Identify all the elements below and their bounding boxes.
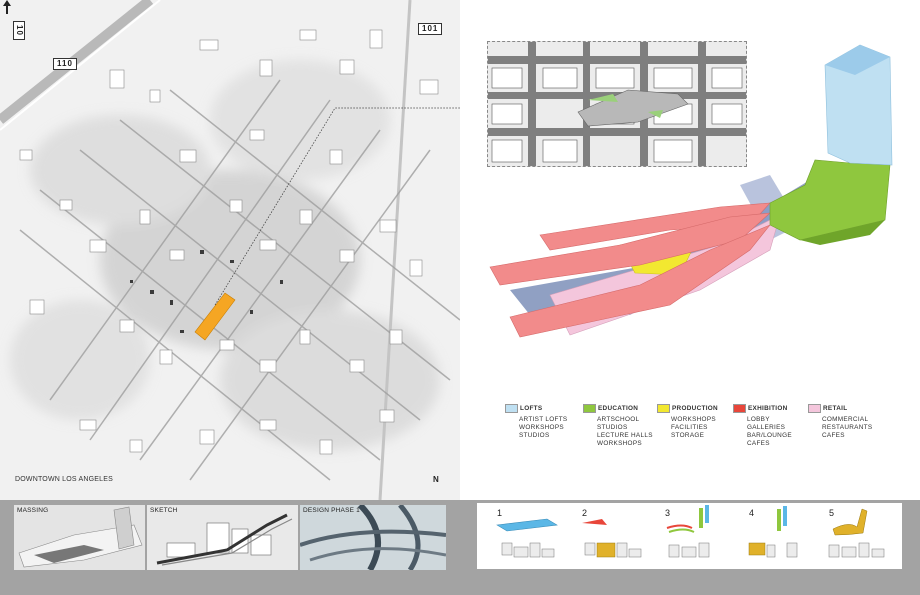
retail-swatch [808,404,821,413]
massing-thumbnail-drawing [18,506,143,568]
legend-title: LOFTS [520,405,543,413]
thumbnail-sketch[interactable]: SKETCH [147,505,298,570]
building-massing-diagram [489,44,893,338]
thumbnail-design-phase-1[interactable]: DESIGN PHASE 1 [300,505,446,570]
thumbnail-label: MASSING [17,507,49,514]
step-number: 3 [665,508,671,518]
legend-item: STUDIOS [597,424,628,431]
legend-item: BAR/LOUNGE [747,432,792,439]
thumbnail-label: SKETCH [150,507,178,514]
legend-title: PRODUCTION [672,405,718,413]
legend-item: FACILITIES [671,424,708,431]
legend-item: COMMERCIAL [822,416,869,423]
legend-item: LECTURE HALLS [597,432,653,439]
freeway-label-101: 101 [418,23,443,35]
legend-item: ARTSCHOOL [597,416,640,423]
legend-item: STUDIOS [519,432,550,439]
education-swatch [583,404,596,413]
inset-site-drawing [488,42,746,166]
legend-item: STORAGE [671,432,705,439]
map-caption: DOWNTOWN LOS ANGELES [15,476,113,483]
freeway-label-110: 110 [53,58,77,70]
legend-exhibition: EXHIBITION LOBBY GALLERIES BAR/LOUNGE CA… [733,404,792,448]
city-blocks-drawing [0,0,460,500]
exhibition-swatch [733,404,746,413]
legend-item: ARTIST LOFTS [519,416,568,423]
legend-education: EDUCATION ARTSCHOOL STUDIOS LECTURE HALL… [583,404,653,448]
legend-item: GALLERIES [747,424,786,431]
legend-item: WORKSHOPS [671,416,716,423]
legend-item: LOBBY [747,416,770,423]
design-steps-drawing [496,505,885,558]
step-number: 2 [582,508,588,518]
legend-title: EDUCATION [598,405,639,413]
production-swatch [657,404,670,413]
step-number: 1 [497,508,503,518]
legend-item: WORKSHOPS [597,440,642,447]
sketch-thumbnail-drawing [156,513,293,566]
lofts-swatch [505,404,518,413]
thumbnail-label: DESIGN PHASE 1 [303,507,360,514]
step-number: 5 [829,508,835,518]
legend-production: PRODUCTION WORKSHOPS FACILITIES STORAGE [657,404,718,440]
north-arrow-icon [3,0,11,14]
legend-retail: RETAIL COMMERCIAL RESTAURANTS CAFES [808,404,872,440]
legend-item: WORKSHOPS [519,424,564,431]
legend-item: CAFES [747,440,770,447]
legend-item: CAFES [822,432,845,439]
city-map: 10 110 101 DOWNTOWN LOS ANGELES N [0,0,460,500]
legend-item: RESTAURANTS [822,424,873,431]
legend-title: EXHIBITION [748,405,788,413]
inset-site-map [487,41,747,167]
design-phase-thumbnail-drawing [300,505,446,570]
north-label: N [433,475,439,484]
thumbnail-massing[interactable]: MASSING [14,505,145,570]
step-number: 4 [749,508,755,518]
legend-title: RETAIL [823,405,848,413]
site-highlight [194,292,236,341]
freeway-label-10: 10 [13,21,25,40]
legend-lofts: LOFTS ARTIST LOFTS WORKSHOPS STUDIOS [505,404,567,440]
design-steps-panel: 1 2 3 4 5 [477,503,902,569]
